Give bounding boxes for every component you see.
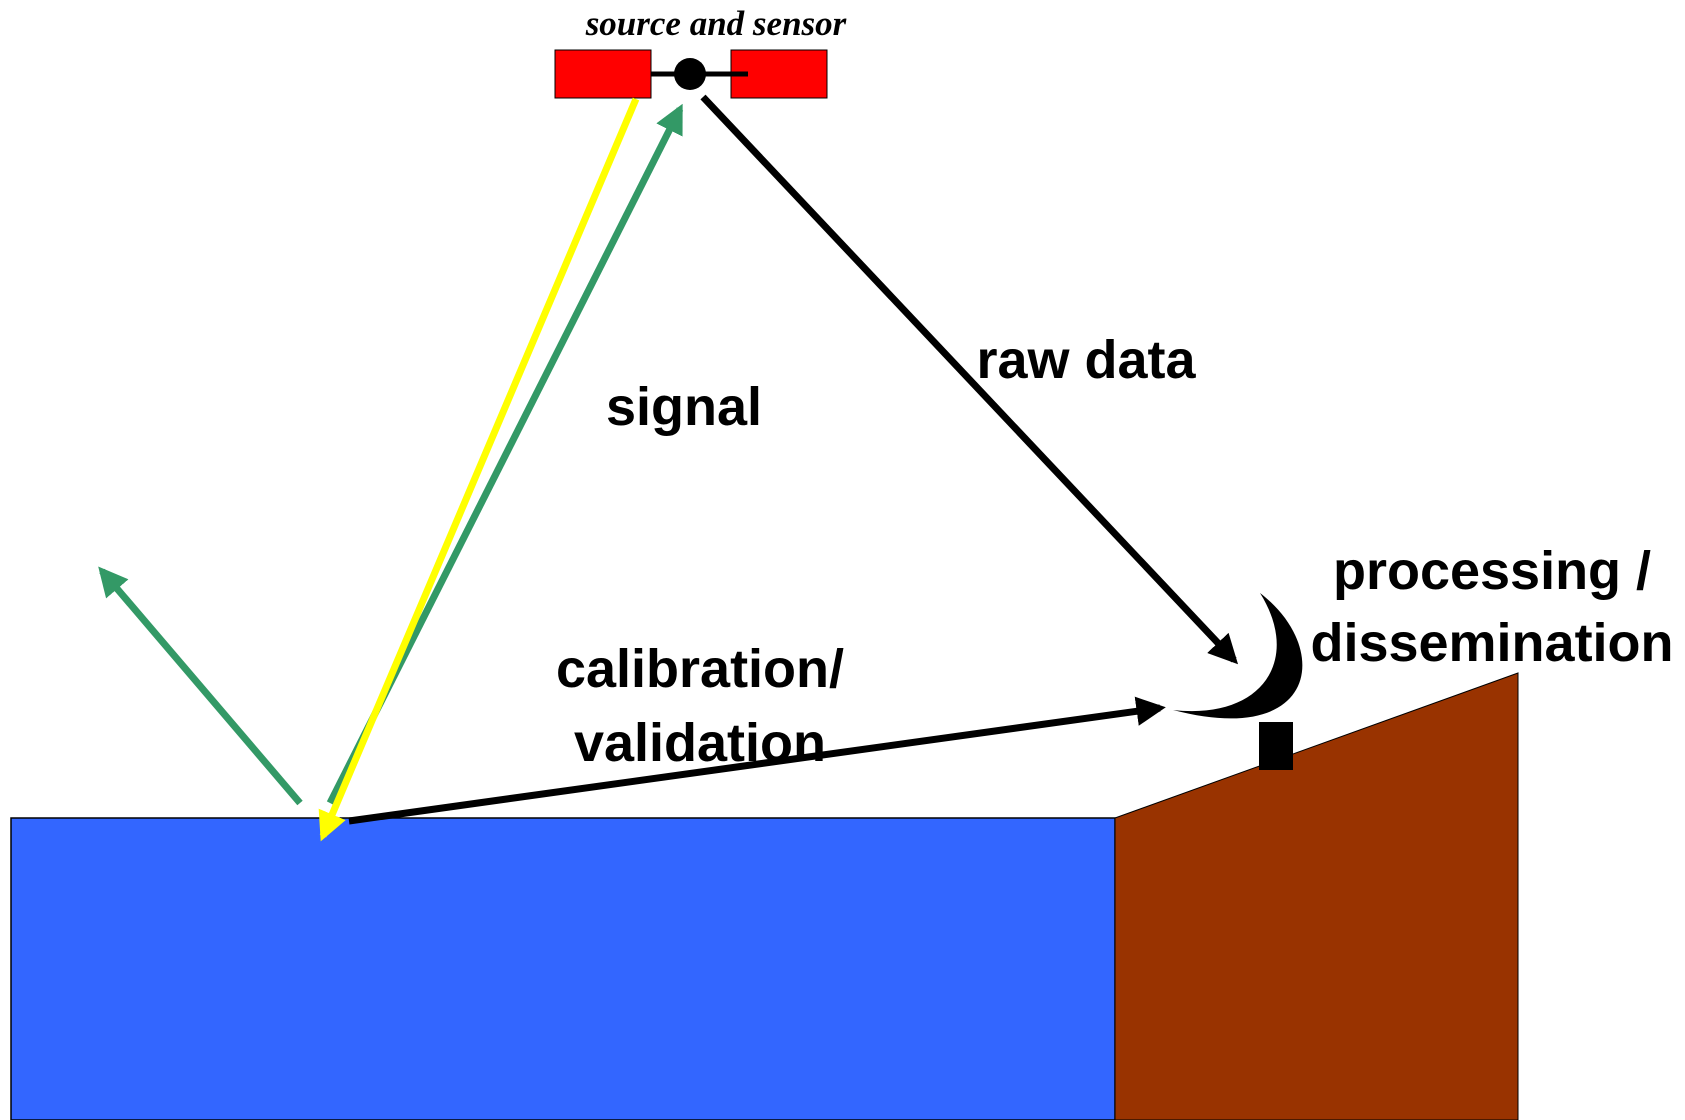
solar-panel-left [554, 49, 652, 99]
satellite-body [674, 58, 706, 90]
land-mass [1114, 672, 1519, 1120]
signal-label: signal [606, 377, 762, 437]
raw-data-label: raw data [976, 330, 1196, 390]
raw-data-arrow [700, 94, 1239, 665]
scattered-signal-arrow [98, 566, 303, 806]
source-sensor-label: source and sensor [585, 4, 847, 43]
calibration-arrow [348, 696, 1166, 825]
processing-label-line2: dissemination [1310, 613, 1673, 673]
incident-signal-arrow [318, 97, 640, 842]
calibration-label-line2: validation [574, 713, 826, 773]
satellite-icon [554, 49, 828, 99]
water-body [10, 817, 1116, 1120]
processing-label-line1: processing / [1333, 541, 1651, 601]
dish-reflector [1173, 593, 1303, 719]
satellite-dish-icon [1173, 593, 1303, 770]
calibration-label-line1: calibration/ [556, 639, 844, 699]
dish-mast [1259, 722, 1293, 770]
